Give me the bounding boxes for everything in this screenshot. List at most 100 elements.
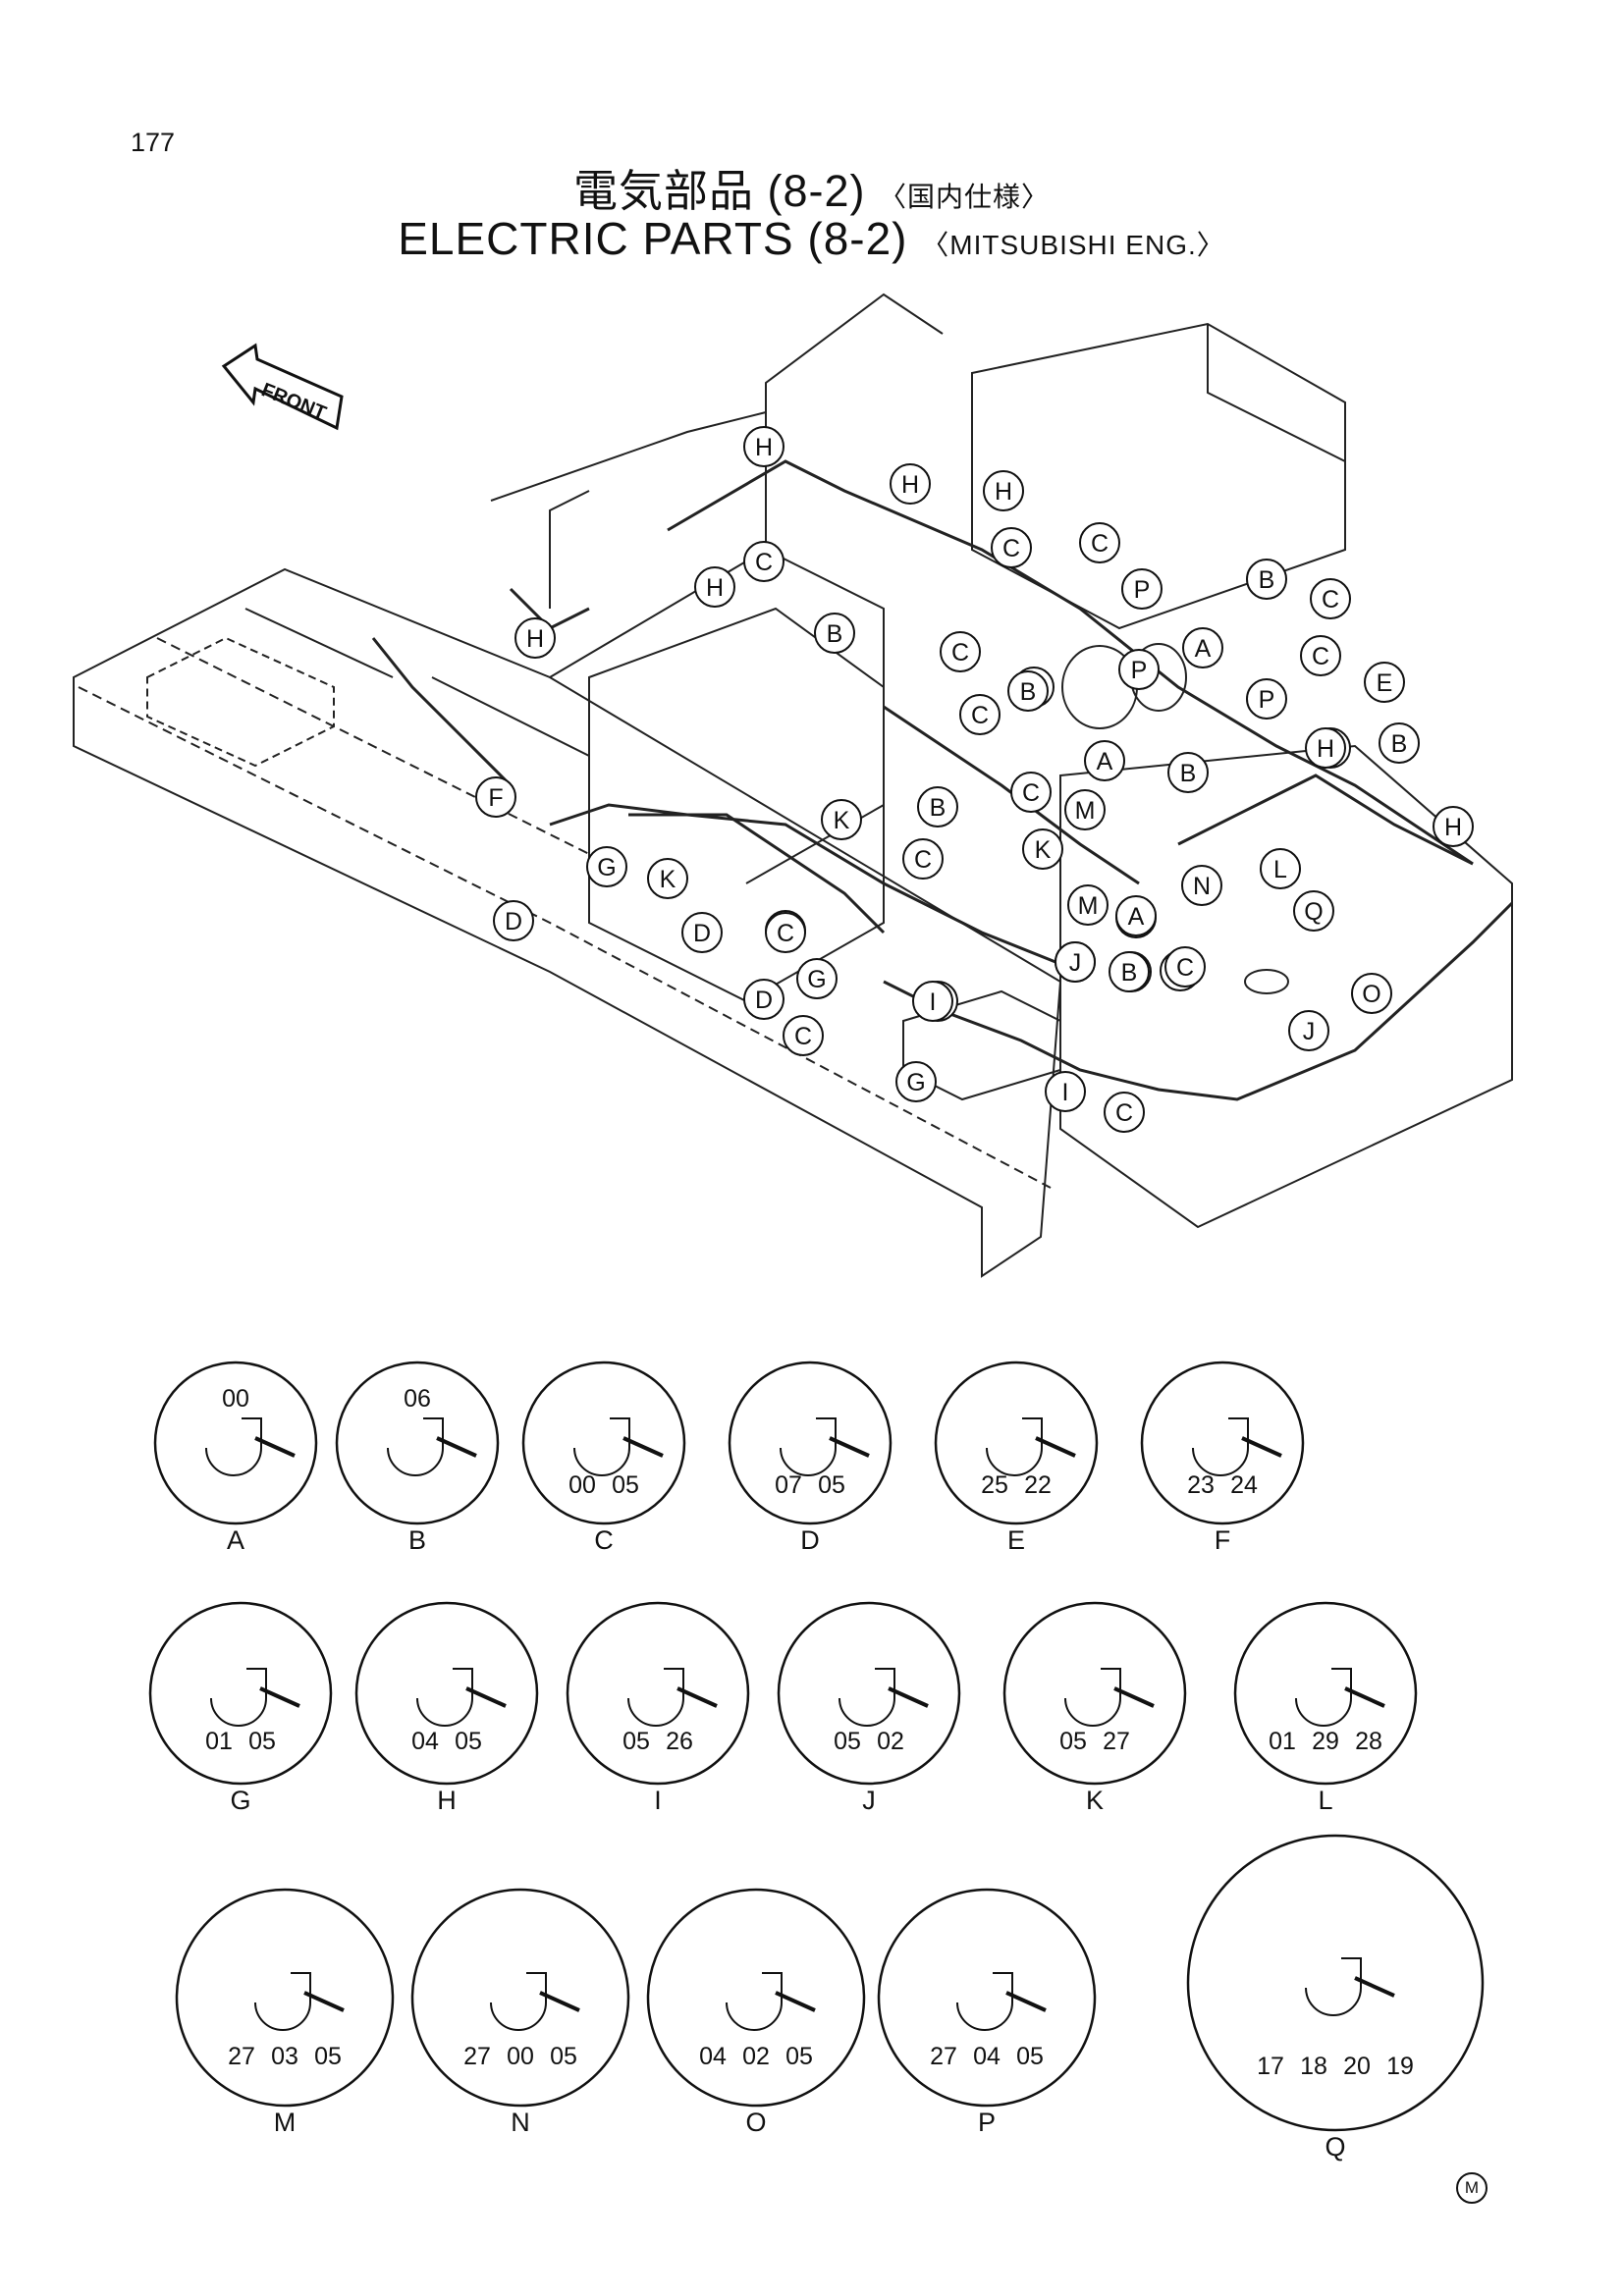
callout-b: B <box>814 613 855 654</box>
callout-label: D <box>505 908 522 935</box>
callout-c: C <box>1310 578 1351 619</box>
detail-circle <box>335 1361 500 1525</box>
callout-a: A <box>1115 895 1157 936</box>
callout-label: L <box>1273 856 1287 883</box>
callout-b: B <box>1007 670 1049 712</box>
callout-label: P <box>1259 686 1275 714</box>
page-number: 177 <box>131 128 176 157</box>
callout-label: B <box>1121 959 1138 987</box>
detail-letter: O <box>745 2108 766 2137</box>
callout-circle <box>743 426 784 467</box>
callout-c: C <box>783 1015 824 1056</box>
detail-circle <box>934 1361 1099 1525</box>
callout-h: H <box>983 470 1024 511</box>
callout-c: C <box>959 694 1001 735</box>
callout-b: B <box>917 786 958 828</box>
detail-view-a: A00 <box>153 1361 318 1555</box>
bolt-drawing <box>1241 1436 1282 1458</box>
part-number: 00 <box>507 2043 534 2070</box>
detail-circle <box>777 1601 961 1786</box>
callout-j: J <box>1288 1010 1329 1051</box>
callout-circle <box>1007 670 1049 712</box>
callout-circle <box>814 613 855 654</box>
callout-label: K <box>1035 836 1052 864</box>
detail-circle <box>1186 1834 1485 2132</box>
callout-circle <box>1022 828 1063 870</box>
part-number: 05 <box>1059 1728 1087 1755</box>
detail-circle <box>877 1888 1097 2108</box>
callout-k: K <box>647 858 688 899</box>
callout-j: J <box>1055 941 1096 983</box>
title-jp-main: 電気部品 (8-2) <box>572 166 866 216</box>
callout-label: C <box>1002 535 1020 562</box>
callout-circle <box>1055 941 1096 983</box>
callout-label: P <box>1131 657 1148 684</box>
detail-letter: M <box>274 2108 297 2137</box>
clamp-drawing <box>254 1972 311 2031</box>
detail-letter: H <box>437 1786 457 1815</box>
detail-circle <box>410 1888 630 2108</box>
part-number: 05 <box>455 1728 482 1755</box>
callout-circle <box>1300 635 1341 676</box>
clamp-drawing <box>205 1417 262 1476</box>
callout-c: C <box>1164 946 1206 988</box>
callout-circle <box>1351 973 1392 1014</box>
part-number: 03 <box>271 2043 298 2070</box>
callout-l: L <box>1260 848 1301 889</box>
callout-circle <box>681 912 723 953</box>
callout-f: F <box>475 776 516 818</box>
callout-circle <box>1084 740 1125 781</box>
detail-letter: F <box>1215 1525 1231 1555</box>
part-number: 23 <box>1187 1471 1215 1499</box>
callout-c: C <box>991 527 1032 568</box>
callout-label: F <box>488 784 503 812</box>
part-number: 05 <box>1016 2043 1044 2070</box>
page-title-japanese: 電気部品 (8-2) 〈国内仕様〉 <box>0 155 1623 219</box>
callout-label: A <box>1195 635 1212 663</box>
clamp-drawing <box>416 1668 473 1727</box>
part-number: 05 <box>314 2043 342 2070</box>
callout-h: H <box>694 566 735 608</box>
callout-c: C <box>902 838 944 880</box>
detail-view-b: B06 <box>335 1361 500 1555</box>
part-number: 27 <box>228 2043 255 2070</box>
callout-circle <box>940 631 981 672</box>
callout-label: H <box>755 434 773 461</box>
clamp-drawing <box>490 1972 547 2031</box>
clamp-drawing <box>210 1668 267 1727</box>
callout-label: D <box>693 920 711 947</box>
callout-circle <box>647 858 688 899</box>
bolt-drawing <box>888 1686 929 1708</box>
callout-label: C <box>1115 1099 1133 1127</box>
part-number: 20 <box>1343 2053 1371 2080</box>
bolt-drawing <box>622 1436 664 1458</box>
callout-label: C <box>914 846 932 874</box>
callout-label: G <box>597 854 616 881</box>
callout-circle <box>1064 789 1106 830</box>
detail-circle <box>148 1601 333 1786</box>
detail-letter: J <box>862 1786 876 1815</box>
callout-label: G <box>906 1069 925 1096</box>
clamp-drawing <box>573 1417 630 1476</box>
callout-circle <box>765 912 806 953</box>
callout-label: C <box>1312 643 1329 670</box>
callout-circle <box>1288 1010 1329 1051</box>
bolt-drawing <box>436 1436 477 1458</box>
clamp-drawing <box>1064 1668 1121 1727</box>
callout-k: K <box>821 799 862 840</box>
callout-label: P <box>1134 576 1151 604</box>
bolt-drawing <box>775 1991 816 2012</box>
callout-o: O <box>1351 973 1392 1014</box>
detail-letter: N <box>511 2108 530 2137</box>
bolt-drawing <box>1354 1976 1395 1998</box>
callout-circle <box>1045 1071 1086 1112</box>
callout-g: G <box>586 846 627 887</box>
bolt-drawing <box>1035 1436 1076 1458</box>
bolt-drawing <box>676 1686 718 1708</box>
title-en-main: ELECTRIC PARTS (8-2) <box>398 213 908 264</box>
